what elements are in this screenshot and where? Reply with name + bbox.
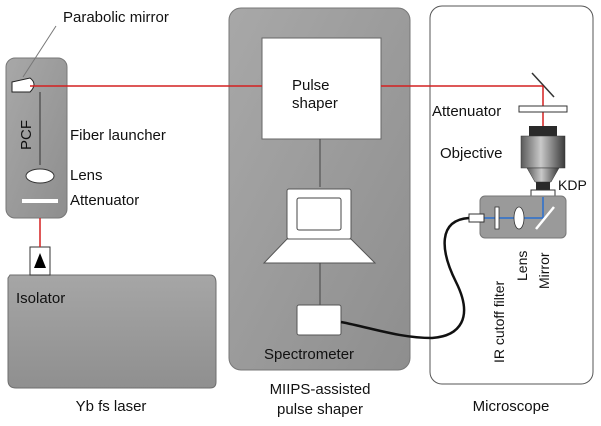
lens-right-label: Lens xyxy=(514,251,530,281)
parabolic-mirror-pointer xyxy=(22,25,57,78)
spectrometer-label: Spectrometer xyxy=(264,346,354,363)
yb-fs-laser-box xyxy=(7,274,217,389)
pcf-label: PCF xyxy=(18,120,35,150)
objective-icon xyxy=(520,126,566,190)
lens-right xyxy=(513,206,525,230)
lens-left xyxy=(25,168,55,184)
attenuator-left-label: Attenuator xyxy=(70,192,139,209)
mirror-label: Mirror xyxy=(536,252,552,289)
detection-mirror xyxy=(535,206,555,230)
caption-microscope: Microscope xyxy=(473,398,550,415)
ir-cutoff-filter xyxy=(494,206,500,230)
lens-left-label: Lens xyxy=(70,167,103,184)
caption-miips-line1: MIIPS-assisted xyxy=(270,381,371,398)
spectrometer-box xyxy=(296,304,342,336)
fiber-launcher-label: Fiber launcher xyxy=(70,127,166,144)
objective-label: Objective xyxy=(440,145,503,162)
attenuator-right xyxy=(518,105,568,113)
kdp-label: KDP xyxy=(558,177,587,193)
fiber-coupler xyxy=(468,213,485,223)
isolator-arrow-icon xyxy=(34,253,46,268)
caption-miips-line2: pulse shaper xyxy=(277,401,363,418)
pulse-shaper-label-2: shaper xyxy=(292,95,338,112)
fiber-cable xyxy=(340,216,470,340)
parabolic-mirror-label: Parabolic mirror xyxy=(63,9,169,26)
pulse-shaper-box xyxy=(261,37,382,140)
attenuator-right-label: Attenuator xyxy=(432,103,501,120)
laptop-icon xyxy=(262,188,377,264)
caption-laser: Yb fs laser xyxy=(76,398,147,415)
microscope-panel xyxy=(429,5,594,385)
fold-mirror xyxy=(531,72,555,98)
isolator-label: Isolator xyxy=(16,290,65,307)
ir-cutoff-filter-label: IR cutoff filter xyxy=(491,280,507,363)
pulse-shaper-label-1: Pulse xyxy=(292,77,330,94)
